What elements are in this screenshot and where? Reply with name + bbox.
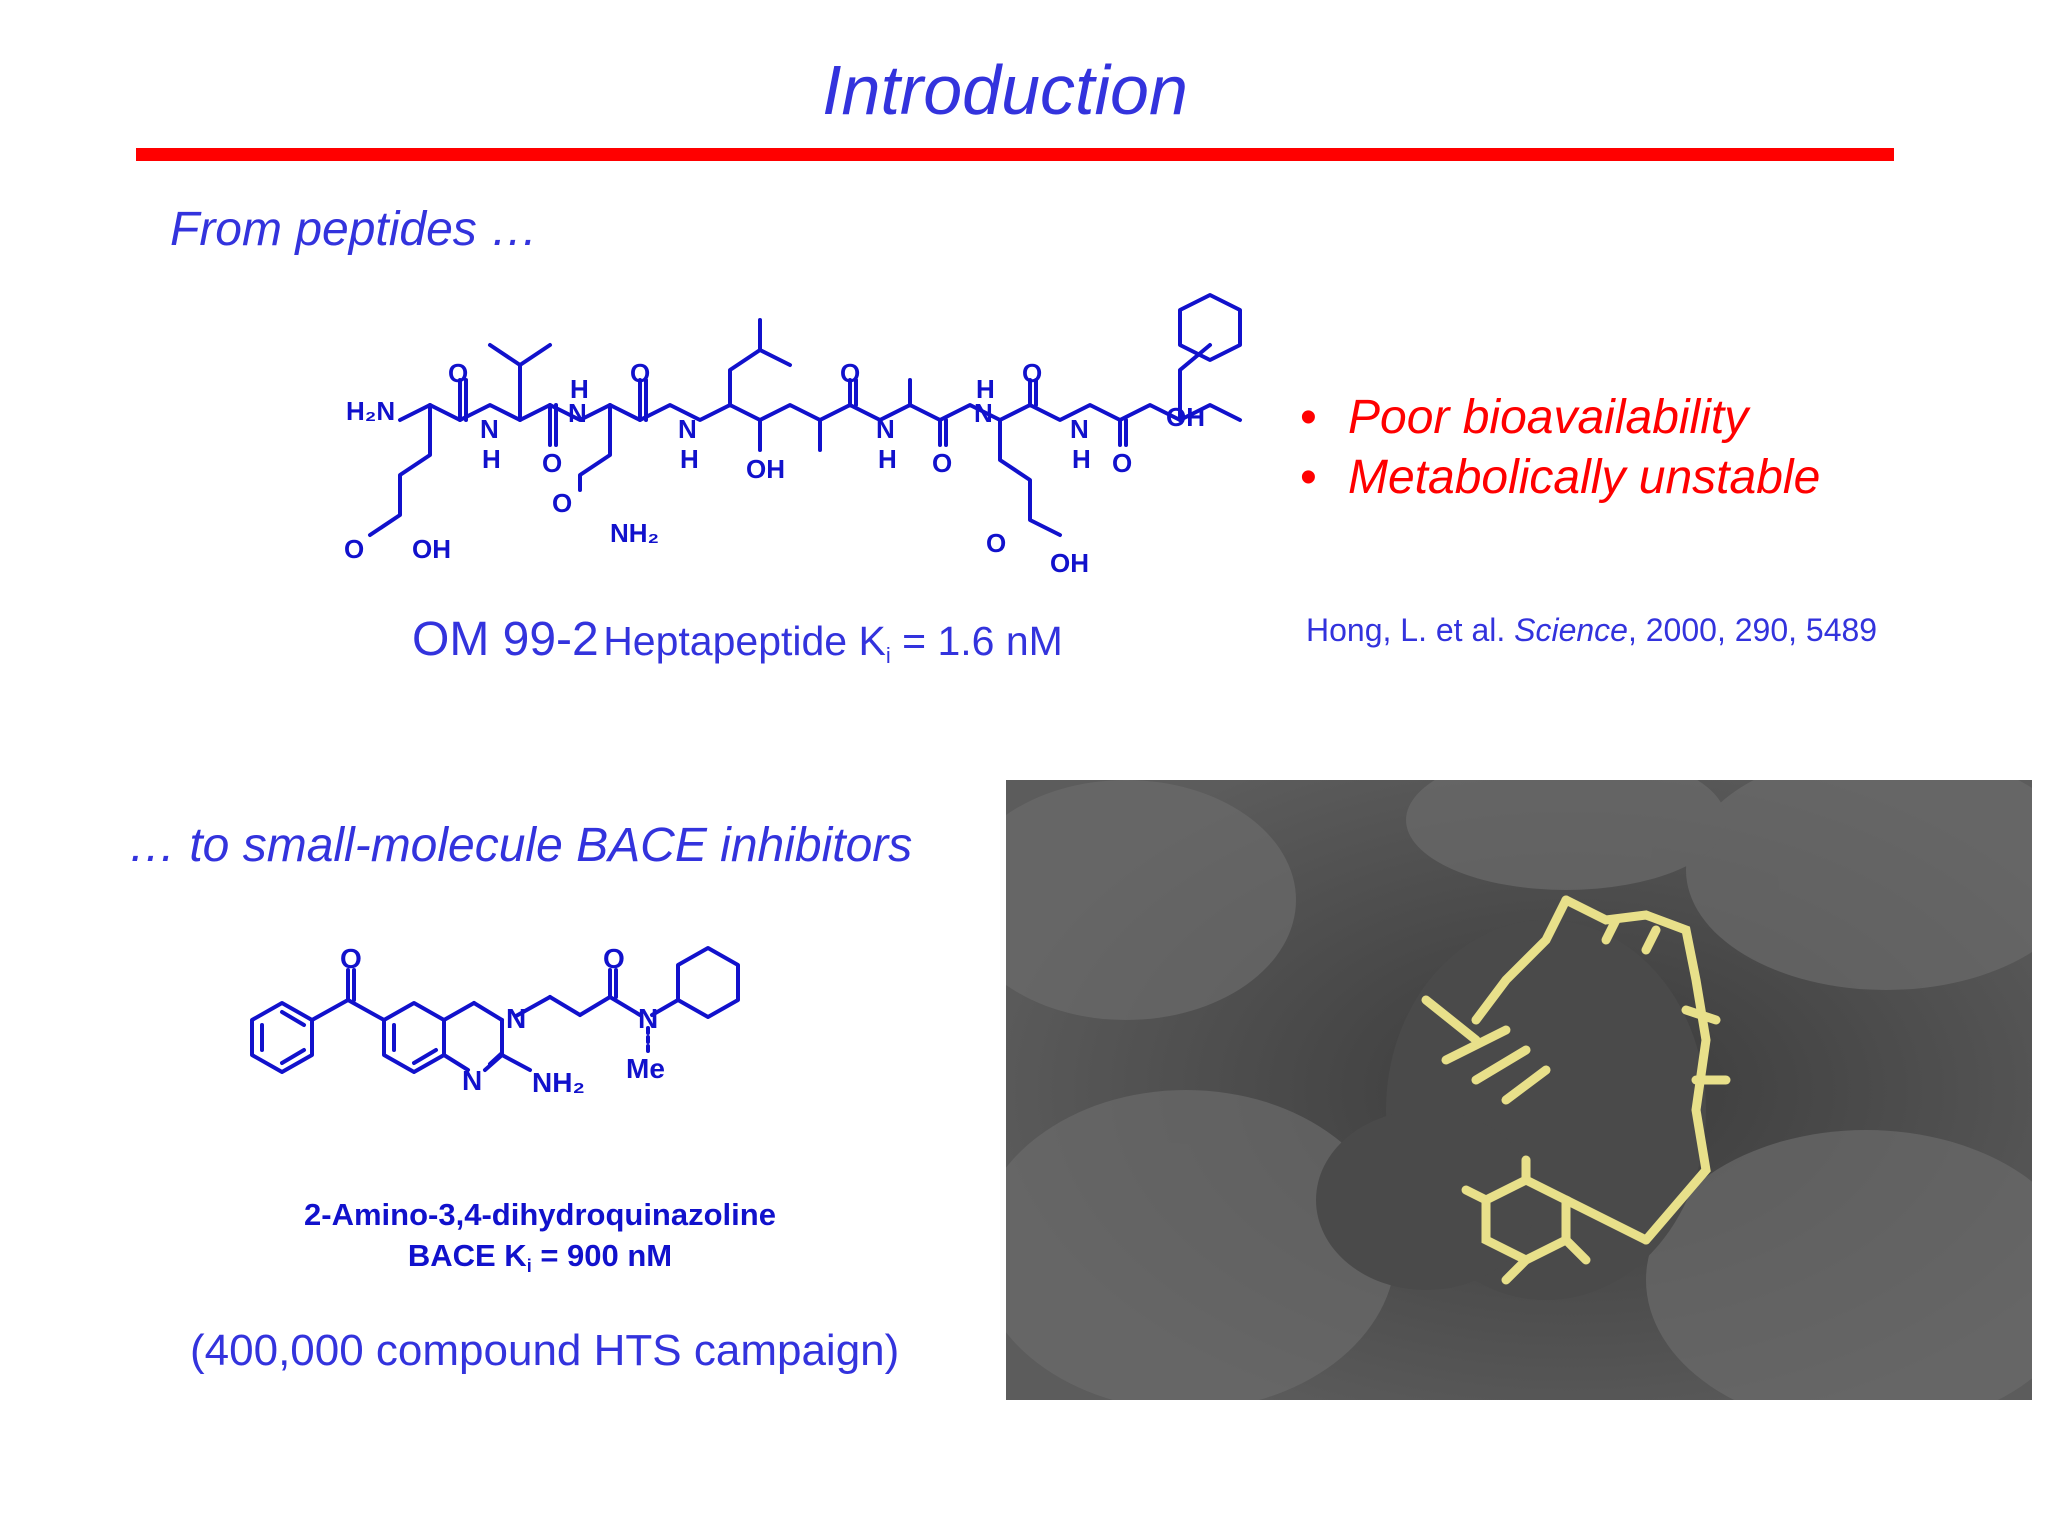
bullet-text: Metabolically unstable: [1348, 451, 1821, 504]
ki-prefix: BACE K: [407, 1238, 527, 1273]
h-label: H: [1072, 444, 1091, 474]
reference-details: , 2000, 290, 5489: [1627, 612, 1878, 648]
n-label: N: [1070, 414, 1089, 444]
caption-sub: i: [885, 643, 891, 668]
o-label: O: [603, 943, 625, 974]
o-label: O: [986, 528, 1006, 558]
hts-campaign-note: (400,000 compound HTS campaign): [190, 1326, 900, 1375]
oh-label: OH: [1166, 402, 1205, 432]
h-label: H: [570, 374, 589, 404]
n-label: N: [480, 414, 499, 444]
o-label: O: [630, 358, 650, 388]
heptapeptide-structure: H₂N O N H O H N O N H OH O N H O H N O N…: [344, 293, 1242, 578]
compound-name: 2-Amino-3,4-dihydroquinazoline: [304, 1197, 776, 1232]
bullet-item: • Poor bioavailability: [1300, 388, 1820, 448]
o-label: O: [448, 358, 468, 388]
reference-authors: Hong, L. et al.: [1306, 612, 1515, 648]
o-label: O: [932, 448, 952, 478]
oh-label: OH: [746, 454, 785, 484]
oh-label: OH: [1050, 548, 1089, 578]
ki-value: = 900 nM: [531, 1238, 673, 1273]
bullet-dot: •: [1300, 451, 1317, 504]
nh2-label: NH₂: [532, 1067, 585, 1098]
protein-binding-render: [1006, 780, 2032, 1400]
me-label: Me: [626, 1053, 665, 1084]
n-label: N: [678, 414, 697, 444]
o-label: O: [840, 358, 860, 388]
bace-ki: BACE Ki = 900 nM: [200, 1235, 880, 1287]
o-label: O: [340, 943, 362, 974]
caption-main: Heptapeptide K: [603, 618, 886, 664]
n-label: N: [568, 398, 587, 428]
n-label: N: [506, 1003, 526, 1034]
n-label: N: [974, 398, 993, 428]
bullet-text: Poor bioavailability: [1348, 391, 1749, 444]
o-label: O: [1022, 358, 1042, 388]
n-label: N: [462, 1065, 482, 1096]
h-label: H: [878, 444, 897, 474]
reference-journal: Science: [1514, 612, 1628, 648]
small-molecule-heading: … to small-molecule BACE inhibitors: [128, 819, 913, 872]
quinazoline-structure: O N N NH₂ O N Me: [250, 943, 740, 1098]
bullet-dot: •: [1300, 391, 1317, 444]
bullet-item: • Metabolically unstable: [1300, 448, 1820, 508]
n-label: N: [876, 414, 895, 444]
ki-sub: i: [526, 1256, 532, 1276]
title-divider: [136, 148, 1894, 161]
o-label: O: [542, 448, 562, 478]
h2n-label: H₂N: [346, 396, 395, 426]
o-label: O: [344, 534, 364, 564]
drawback-list: • Poor bioavailability • Metabolically uns…: [1300, 388, 1820, 508]
o-label: O: [552, 488, 572, 518]
h-label: H: [976, 374, 995, 404]
peptides-heading: From peptides …: [170, 203, 539, 256]
oh-label: OH: [412, 534, 451, 564]
reference-citation: Hong, L. et al. Science, 2000, 290, 5489: [1306, 612, 1877, 649]
nh2-label: NH₂: [610, 518, 659, 548]
h-label: H: [680, 444, 699, 474]
slide-title: Introduction: [822, 51, 1188, 129]
heptapeptide-caption: OM 99-2 Heptapeptide Ki = 1.6 nM: [412, 612, 1063, 669]
o-label: O: [1112, 448, 1132, 478]
h-label: H: [482, 444, 501, 474]
caption-value: = 1.6 nM: [890, 618, 1063, 664]
n-label: N: [638, 1003, 658, 1034]
compound-id: OM 99-2: [412, 613, 599, 666]
quinazoline-caption: 2-Amino-3,4-dihydroquinazoline BACE Ki =…: [200, 1194, 880, 1287]
binding-pocket-image: [1006, 780, 2032, 1400]
